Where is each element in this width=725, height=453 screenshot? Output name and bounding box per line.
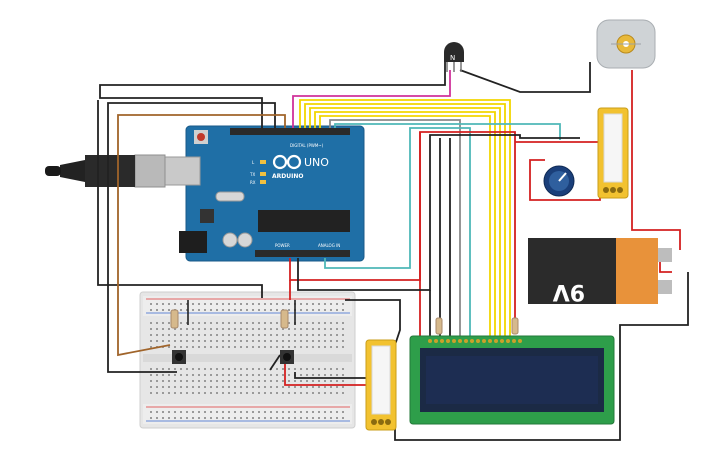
breadboard-components xyxy=(170,300,296,364)
lcd-display[interactable] xyxy=(409,317,615,425)
dc-motor[interactable] xyxy=(596,19,656,69)
breadboard[interactable] xyxy=(139,291,356,429)
digital-header xyxy=(230,128,350,135)
power-header-label: POWER xyxy=(275,243,290,248)
wires xyxy=(97,60,689,441)
led-label-rx: RX xyxy=(250,180,256,185)
power-analog-header xyxy=(255,250,350,257)
arduino-logo xyxy=(272,154,302,170)
analog-header-label: ANALOG IN xyxy=(318,243,340,248)
microcontroller-chip xyxy=(258,210,350,232)
crystal xyxy=(215,191,245,202)
lcd-pins xyxy=(428,339,522,343)
slide-potentiometer-top[interactable] xyxy=(597,107,629,199)
battery-label: 9V xyxy=(553,279,585,304)
transistor[interactable]: N xyxy=(444,42,464,72)
led-l xyxy=(260,160,266,164)
arduino-model: UNO xyxy=(304,156,329,169)
lcd-screen xyxy=(426,356,598,404)
transistor-label: N xyxy=(450,54,455,62)
led-label-l: L xyxy=(252,160,255,165)
usb-cable xyxy=(45,154,166,188)
battery-9v[interactable]: 9V xyxy=(528,238,672,304)
slide-potentiometer-bottom[interactable] xyxy=(365,339,397,431)
led-tx xyxy=(260,172,266,176)
digital-header-label: DIGITAL (PWM~) xyxy=(290,143,324,148)
power-jack xyxy=(179,231,207,253)
breadboard-holes xyxy=(150,303,344,419)
usb-port xyxy=(164,156,201,186)
potentiometer[interactable] xyxy=(543,165,575,198)
led-label-tx: TX xyxy=(249,172,255,177)
led-rx xyxy=(260,180,266,184)
arduino-brand: ARDUINO xyxy=(272,173,303,180)
arduino-uno-board[interactable]: L TX RX ARDUINO UNO DIGITAL (PWM~) POWER… xyxy=(164,125,365,262)
